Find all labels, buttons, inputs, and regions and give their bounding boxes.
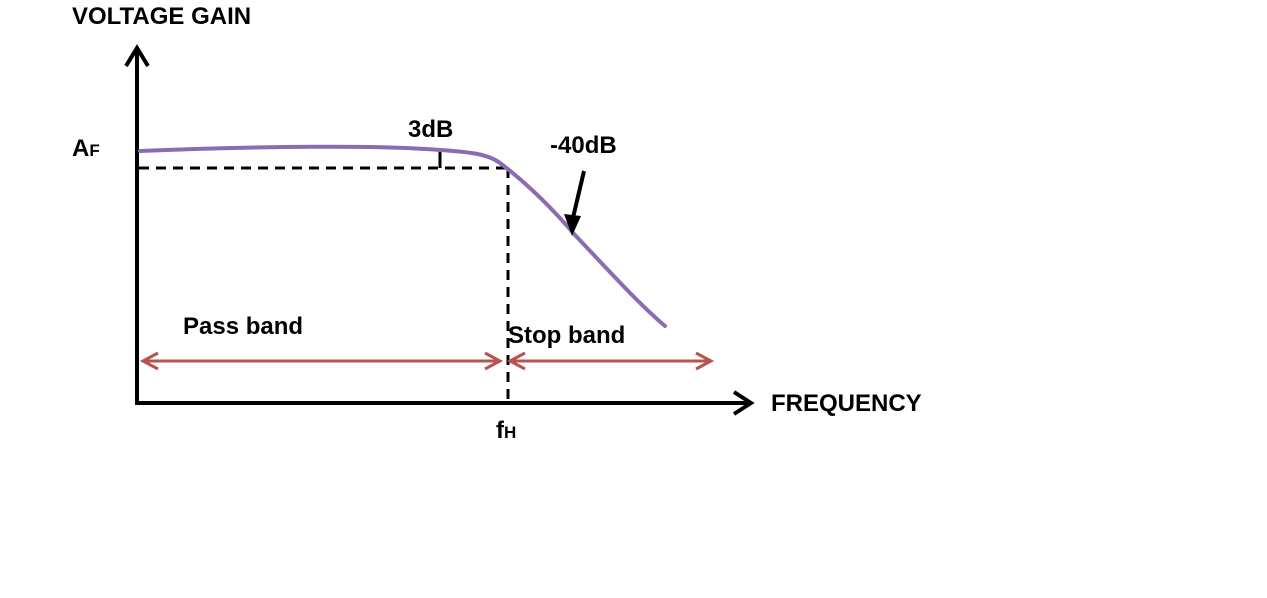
gain-marker-subscript: F (89, 141, 99, 160)
pass-band-label: Pass band (183, 313, 303, 340)
rolloff-label: -40dB (550, 132, 617, 159)
stop-band-label: Stop band (508, 322, 625, 349)
y-axis-arrowhead (124, 44, 150, 68)
rolloff-pointer-arrow (570, 170, 586, 223)
y-axis-label: VOLTAGE GAIN (72, 3, 251, 30)
rolloff-pointer-arrowhead (564, 214, 581, 236)
x-axis-arrowhead (732, 390, 755, 416)
three-db-label: 3dB (408, 116, 453, 143)
frequency-response-curve (138, 144, 667, 328)
cutoff-frequency-subscript: H (504, 423, 516, 442)
gain-marker-label: AF (72, 135, 100, 162)
x-axis-label: FREQUENCY (771, 390, 922, 417)
pass-band-arrow (139, 351, 504, 371)
cutoff-frequency-label: fH (496, 417, 516, 444)
cutoff-frequency-main: f (496, 417, 505, 444)
gain-marker-main: A (72, 135, 89, 162)
stop-band-arrow (506, 351, 715, 371)
